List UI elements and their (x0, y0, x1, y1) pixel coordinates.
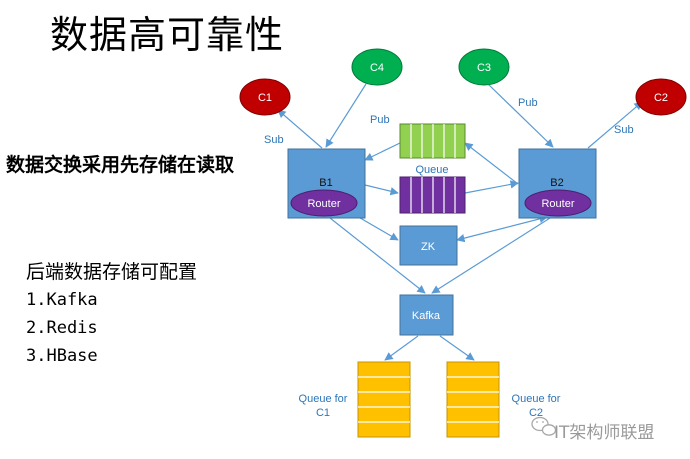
arrow-b1-to-purple-queue (364, 184, 399, 196)
arrow-green-queue-to-b1 (364, 142, 401, 161)
diagram-arrows (277, 83, 643, 361)
client-c1: C1 (239, 78, 291, 116)
arrow-b1-to-c1 (277, 109, 323, 149)
arrow-kafka-to-queue-c1 (384, 335, 419, 361)
client-c3-label: C3 (477, 62, 491, 74)
backend-item-kafka: 1.Kafka (26, 290, 98, 310)
client-c4: C4 (351, 48, 403, 86)
queue-for-c1-label-line1: Queue for (299, 393, 348, 405)
broker-b1-label: B1 (319, 177, 332, 189)
watermark-text: IT架构师联盟 (554, 423, 655, 443)
queue-for-c2 (446, 361, 500, 438)
queue-label: Queue (415, 164, 448, 176)
queue-for-c1 (357, 361, 411, 438)
zk-label: ZK (421, 241, 436, 253)
backend-config-block: 后端数据存储可配置 1.Kafka 2.Redis 3.HBase (26, 258, 197, 370)
queue-for-c2-label-line2: C2 (529, 407, 543, 419)
router-1-label: Router (307, 198, 340, 210)
page-title: 数据高可靠性 (50, 13, 285, 57)
label-sub-left: Sub (264, 134, 284, 146)
purple-queue (399, 176, 466, 214)
label-sub-right: Sub (614, 124, 634, 136)
client-c2-label: C2 (654, 92, 668, 104)
zookeeper-node: ZK (399, 225, 458, 266)
arrow-b2-to-kafka (431, 217, 551, 294)
storage-read-heading: 数据交换采用先存储在读取 (6, 154, 235, 176)
client-c3: C3 (458, 48, 510, 86)
green-queue (399, 123, 466, 159)
arrow-purple-queue-to-b2 (464, 180, 519, 194)
arrow-kafka-to-queue-c2 (439, 335, 475, 361)
label-pub-left: Pub (370, 114, 390, 126)
kafka-node: Kafka (399, 294, 454, 336)
backend-item-redis: 2.Redis (26, 318, 98, 338)
router-2-label: Router (541, 198, 574, 210)
arrow-zk-b2 (456, 214, 548, 243)
queue-for-c2-label-line1: Queue for (512, 393, 561, 405)
arrow-c4-to-b1 (325, 83, 367, 148)
kafka-label: Kafka (412, 310, 441, 322)
broker-b2-label: B2 (550, 177, 563, 189)
arrow-b2-to-green-queue (464, 142, 519, 185)
client-c2: C2 (635, 78, 687, 116)
broker-b2: B2 Router (518, 148, 597, 219)
wechat-icon (531, 416, 557, 436)
arrow-b1-to-kafka (329, 217, 426, 294)
client-c4-label: C4 (370, 62, 384, 74)
backend-item-hbase: 3.HBase (26, 346, 98, 366)
arrow-b1-to-zk (354, 214, 399, 241)
arrow-b2-to-c2 (587, 101, 643, 149)
broker-b1: B1 Router (287, 148, 366, 219)
client-c1-label: C1 (258, 92, 272, 104)
backend-config-heading: 后端数据存储可配置 (26, 261, 198, 283)
arrow-c3-to-b2 (487, 83, 554, 148)
label-pub-right: Pub (518, 97, 538, 109)
queue-for-c1-label-line2: C1 (316, 407, 330, 419)
